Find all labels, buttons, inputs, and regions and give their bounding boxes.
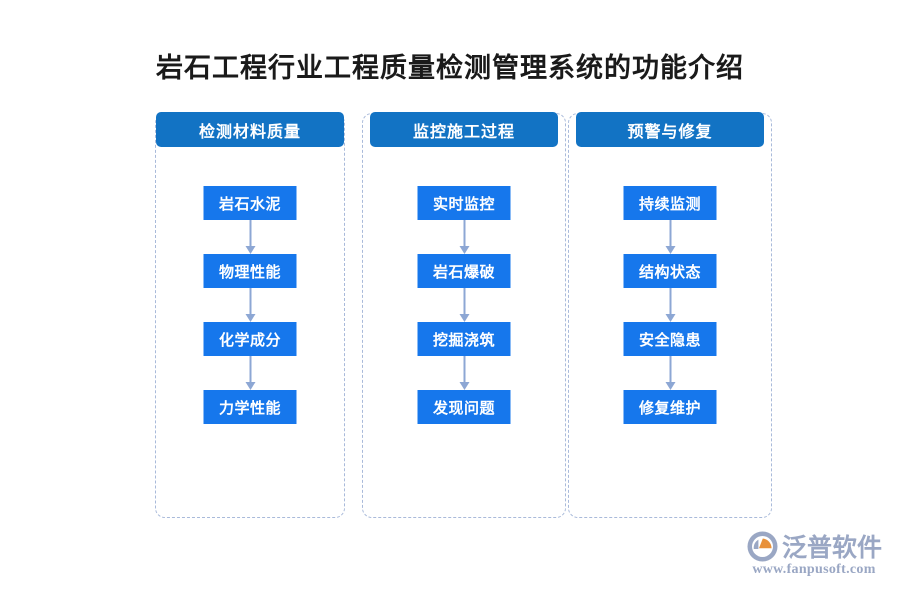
flow-stack-3: 持续监测 结构状态 安全隐患 修复维护 bbox=[623, 186, 717, 424]
arrow-down-icon bbox=[664, 220, 676, 254]
flow-node[interactable]: 结构状态 bbox=[623, 254, 717, 288]
arrow-down-icon bbox=[458, 220, 470, 254]
flow-stack-1: 岩石水泥 物理性能 化学成分 力学性能 bbox=[203, 186, 297, 424]
column-header-3[interactable]: 预警与修复 bbox=[576, 112, 764, 147]
flow-node[interactable]: 安全隐患 bbox=[623, 322, 717, 356]
flow-column-1: 检测材料质量 岩石水泥 物理性能 化学成分 力学性能 bbox=[155, 112, 345, 518]
watermark-logo: 泛普软件 www.fanpusoft.com bbox=[746, 528, 882, 582]
fanpu-logo-icon bbox=[746, 530, 779, 563]
flow-node[interactable]: 发现问题 bbox=[417, 390, 511, 424]
flow-node[interactable]: 持续监测 bbox=[623, 186, 717, 220]
logo-row: 泛普软件 bbox=[746, 528, 882, 564]
flow-node[interactable]: 挖掘浇筑 bbox=[417, 322, 511, 356]
brand-url: www.fanpusoft.com bbox=[752, 562, 876, 577]
flow-column-2: 监控施工过程 实时监控 岩石爆破 挖掘浇筑 发现问题 bbox=[362, 112, 566, 518]
arrow-down-icon bbox=[664, 288, 676, 322]
flow-node[interactable]: 岩石水泥 bbox=[203, 186, 297, 220]
arrow-down-icon bbox=[458, 288, 470, 322]
column-header-1[interactable]: 检测材料质量 bbox=[156, 112, 344, 147]
brand-name: 泛普软件 bbox=[782, 533, 883, 562]
flow-node[interactable]: 力学性能 bbox=[203, 390, 297, 424]
flow-node[interactable]: 物理性能 bbox=[203, 254, 297, 288]
flow-node[interactable]: 岩石爆破 bbox=[417, 254, 511, 288]
flow-column-3: 预警与修复 持续监测 结构状态 安全隐患 修复维护 bbox=[568, 112, 772, 518]
arrow-down-icon bbox=[244, 356, 256, 390]
flow-node[interactable]: 修复维护 bbox=[623, 390, 717, 424]
page-title: 岩石工程行业工程质量检测管理系统的功能介绍 bbox=[156, 53, 744, 83]
arrow-down-icon bbox=[244, 220, 256, 254]
column-header-2[interactable]: 监控施工过程 bbox=[370, 112, 558, 147]
flow-node[interactable]: 化学成分 bbox=[203, 322, 297, 356]
flowchart-columns: 检测材料质量 岩石水泥 物理性能 化学成分 力学性能 监控施工过程 实时监控 bbox=[155, 112, 775, 520]
flow-node[interactable]: 实时监控 bbox=[417, 186, 511, 220]
arrow-down-icon bbox=[664, 356, 676, 390]
arrow-down-icon bbox=[458, 356, 470, 390]
flow-stack-2: 实时监控 岩石爆破 挖掘浇筑 发现问题 bbox=[417, 186, 511, 424]
arrow-down-icon bbox=[244, 288, 256, 322]
